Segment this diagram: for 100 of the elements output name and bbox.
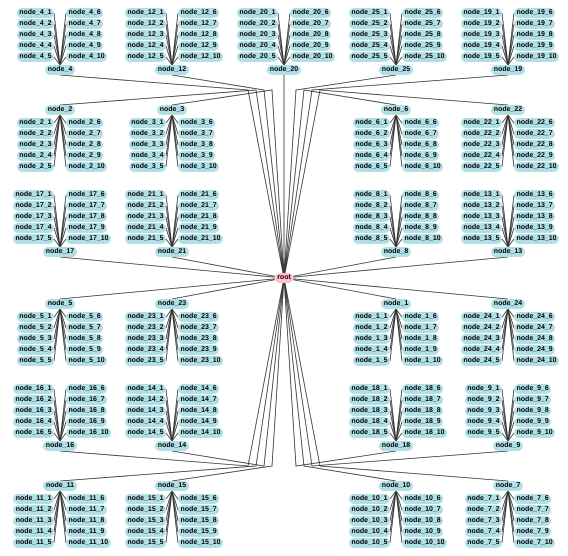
connector-line <box>396 308 402 318</box>
connector-line <box>54 46 60 66</box>
connector-line <box>172 256 276 277</box>
connector-line <box>172 432 178 442</box>
connector-line <box>60 46 66 66</box>
connector-line <box>172 46 178 66</box>
connector-line <box>60 256 276 278</box>
connector-line <box>60 490 66 500</box>
connector-line <box>292 256 508 278</box>
connector-line <box>502 422 508 442</box>
connector-line <box>54 432 60 442</box>
connector-line <box>60 432 66 442</box>
connector-line <box>60 56 66 66</box>
connector-line <box>60 308 66 318</box>
connector-line <box>508 56 514 66</box>
connector-line <box>508 308 514 318</box>
connector-line <box>502 228 508 248</box>
connector-line <box>390 308 396 328</box>
connector-line <box>508 422 514 442</box>
connector-line <box>60 422 66 442</box>
connector-line <box>60 278 276 300</box>
connector-line <box>390 228 396 248</box>
connector-line <box>172 114 178 124</box>
connector-line <box>396 56 402 66</box>
connector-line <box>166 308 172 328</box>
connector-line <box>166 432 172 442</box>
connector-line <box>396 238 402 248</box>
connector-line <box>502 490 508 500</box>
connector-line <box>292 279 396 300</box>
connector-line <box>54 114 60 124</box>
connector-line <box>390 114 396 124</box>
connector-line <box>508 432 514 442</box>
connector-line <box>284 56 290 66</box>
connector-line <box>54 308 60 318</box>
connector-line <box>390 422 396 442</box>
connector-line <box>172 308 178 318</box>
connector-line <box>390 490 396 510</box>
connector-line <box>396 422 402 442</box>
connector-line <box>396 308 402 328</box>
connector-line <box>166 490 172 510</box>
connector-line <box>502 114 508 134</box>
connector-line <box>508 238 514 248</box>
connector-line <box>166 114 172 124</box>
connector-line <box>508 308 514 328</box>
connector-line <box>396 114 402 134</box>
connector-line <box>502 308 508 318</box>
connector-line <box>60 114 66 124</box>
connector-line <box>502 238 508 248</box>
connector-line <box>292 278 508 300</box>
connector-line <box>172 228 178 248</box>
connector-line <box>390 56 396 66</box>
connector-line <box>54 308 60 328</box>
connector-line <box>278 46 284 66</box>
connector-line <box>508 490 514 500</box>
connector-line <box>54 490 60 510</box>
connector-line <box>508 114 514 124</box>
connector-line <box>54 490 60 500</box>
connector-line <box>390 46 396 66</box>
connector-line <box>502 432 508 442</box>
connector-line <box>60 228 66 248</box>
connector-line <box>396 114 402 124</box>
connector-line <box>166 422 172 442</box>
connector-line <box>54 238 60 248</box>
connector-line <box>502 56 508 66</box>
connector-line <box>54 228 60 248</box>
connector-line <box>278 56 284 66</box>
connector-line <box>166 228 172 248</box>
connector-line <box>172 422 178 442</box>
connector-line <box>54 422 60 442</box>
connector-line <box>502 490 508 510</box>
connector-line <box>172 56 178 66</box>
connector-line <box>172 114 178 134</box>
connector-line <box>172 308 178 328</box>
connector-line <box>508 490 514 510</box>
connector-line <box>396 228 402 248</box>
connector-line <box>166 46 172 66</box>
connector-line <box>166 490 172 500</box>
connector-line <box>60 490 66 510</box>
connector-line <box>172 279 276 300</box>
connector-line <box>396 432 402 442</box>
connector-line <box>284 46 290 66</box>
connector-line <box>390 308 396 318</box>
connector-line <box>172 490 178 500</box>
connector-line <box>396 46 402 66</box>
connector-line <box>60 238 66 248</box>
connector-line <box>396 490 402 500</box>
connector-line <box>166 114 172 134</box>
connector-line <box>166 308 172 318</box>
connector-line <box>60 114 66 134</box>
connector-line <box>166 238 172 248</box>
connector-line <box>390 238 396 248</box>
connector-line <box>172 490 178 510</box>
connector-line <box>508 46 514 66</box>
connector-line <box>54 114 60 134</box>
connector-line <box>508 228 514 248</box>
connector-line <box>390 490 396 500</box>
connector-line <box>390 432 396 442</box>
connector-line <box>502 46 508 66</box>
connector-line <box>166 56 172 66</box>
connector-line <box>54 56 60 66</box>
